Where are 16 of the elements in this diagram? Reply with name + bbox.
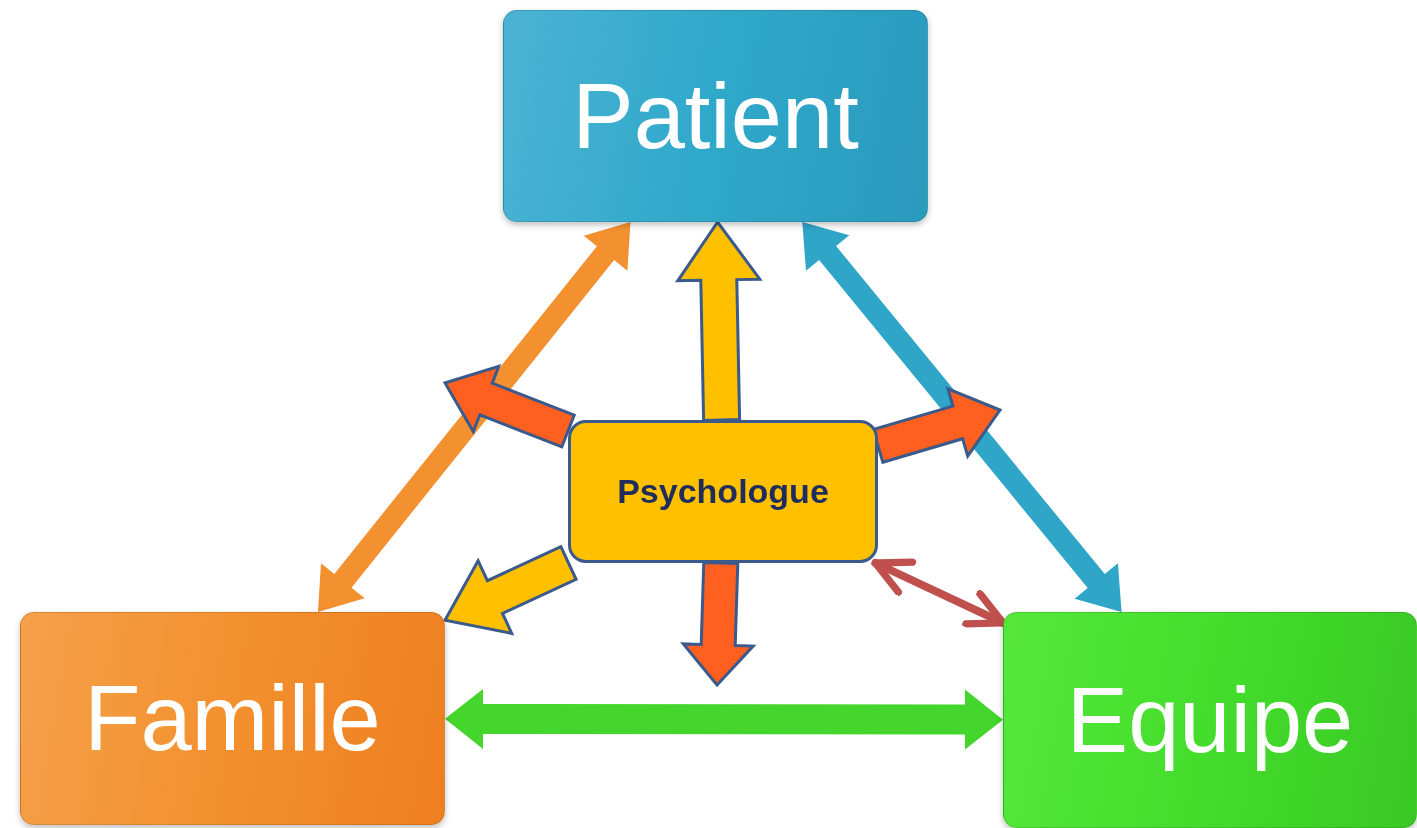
block-arrow (442, 544, 579, 636)
box-label: Patient (572, 63, 859, 169)
center-box (568, 420, 878, 563)
block-arrow (317, 222, 631, 612)
rounded-box (1003, 612, 1417, 828)
block-arrow (802, 222, 1122, 612)
rounded-box (503, 10, 928, 222)
double-arrow (871, 558, 1007, 628)
box-label: Psychologue (617, 472, 829, 511)
block-arrow (680, 560, 757, 688)
block-arrow (445, 688, 1003, 750)
block-arrow (674, 219, 763, 422)
box-label: Famille (84, 666, 381, 771)
rounded-box (20, 612, 445, 825)
block-arrow (442, 364, 577, 449)
box-label: Equipe (1066, 667, 1354, 773)
